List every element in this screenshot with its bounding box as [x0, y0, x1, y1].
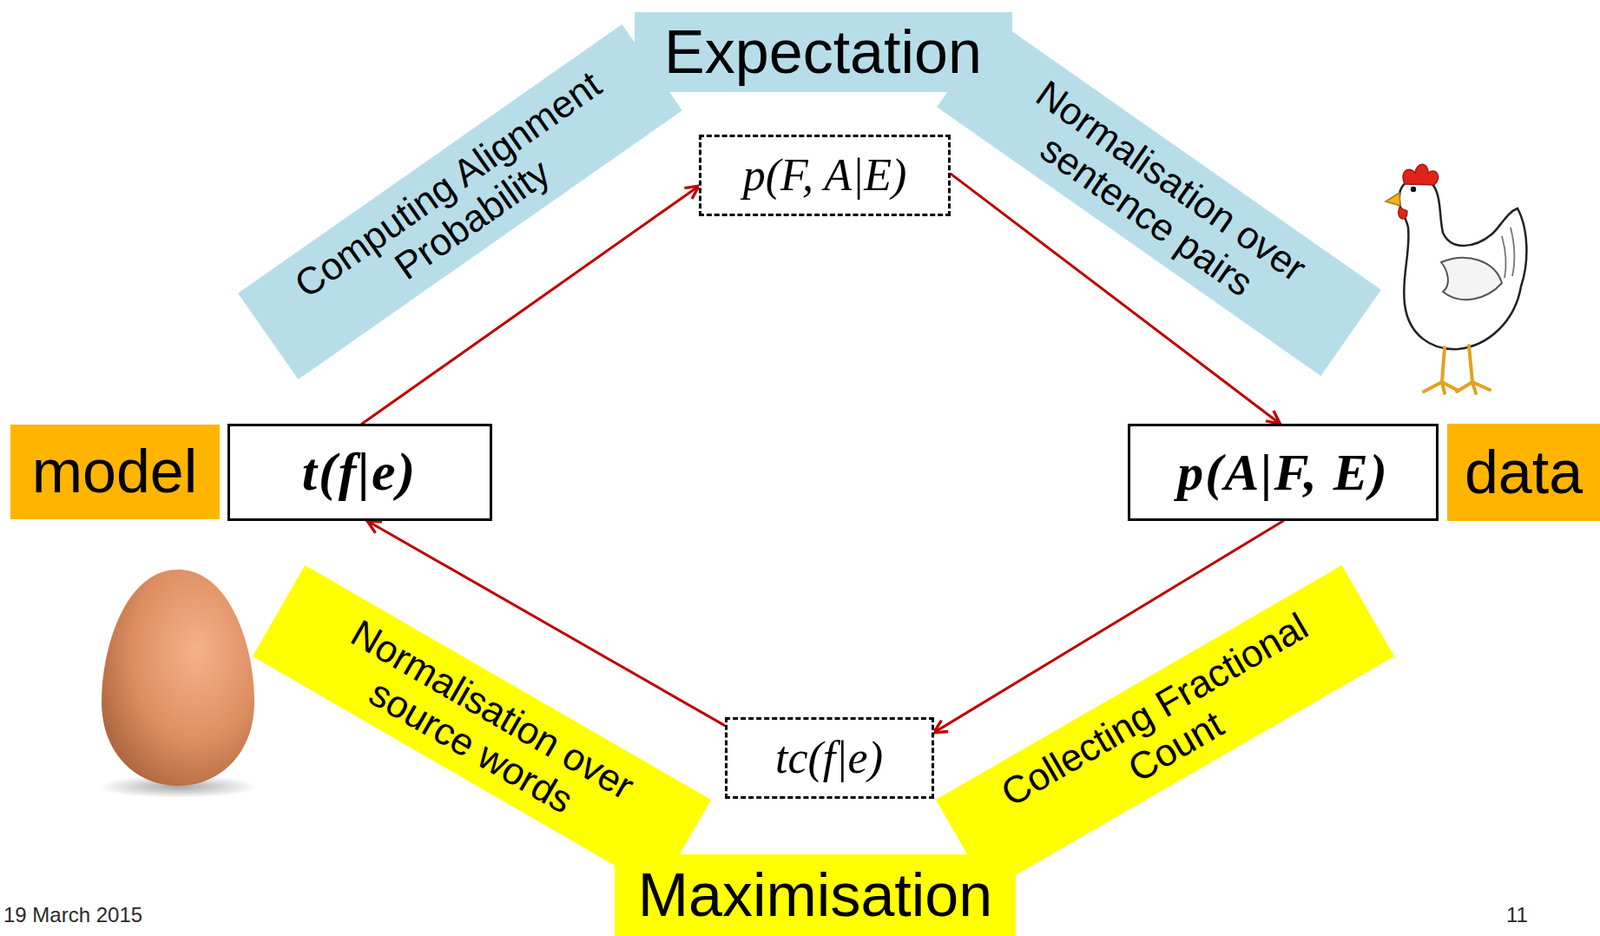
- intermediate-box: tc(f|e): [724, 717, 935, 799]
- node-text: Maximisation: [638, 860, 993, 931]
- step-text: Computing Alignment Probability: [272, 52, 648, 350]
- chicken-wing: [1441, 257, 1502, 300]
- role-label: model: [10, 424, 220, 520]
- node-text: data: [1464, 437, 1583, 508]
- model-box: t(f|e): [227, 423, 493, 521]
- egg-shape: [101, 569, 255, 786]
- step-band: Normalisation over source words: [252, 565, 712, 891]
- date-footer: 19 March 2015: [3, 902, 143, 929]
- intermediate-box: p(F, A|E): [698, 134, 951, 217]
- page-number: 11: [1506, 902, 1528, 929]
- chicken-body: [1399, 177, 1528, 349]
- step-band: Computing Alignment Probability: [237, 24, 683, 380]
- node-text: t(f|e): [302, 441, 417, 503]
- node-text: p(A|F, E): [1177, 442, 1390, 503]
- role-label: data: [1447, 423, 1600, 521]
- step-text: Normalisation over source words: [288, 591, 677, 864]
- posterior-box: p(A|F, E): [1127, 423, 1439, 521]
- node-text: model: [32, 436, 198, 507]
- chicken-comb: [1402, 164, 1438, 185]
- node-text: p(F, A|E): [743, 149, 908, 202]
- step-text: Normalisation over sentence pairs: [971, 48, 1347, 347]
- chicken-illustration: [1385, 164, 1527, 394]
- chicken-wattle: [1398, 207, 1408, 219]
- chicken-legs: [1423, 345, 1490, 394]
- tail-feather-lines: [1501, 227, 1515, 278]
- phase-band: Maximisation: [614, 854, 1016, 936]
- phase-band: Expectation: [634, 12, 1013, 93]
- chicken-beak: [1385, 192, 1401, 206]
- step-text: Collecting Fractional Count: [971, 591, 1360, 864]
- step-band: Collecting Fractional Count: [935, 565, 1395, 891]
- node-text: tc(f|e): [775, 731, 883, 784]
- chicken-eye: [1410, 186, 1416, 192]
- node-text: Expectation: [664, 17, 982, 88]
- egg-illustration: [98, 569, 258, 798]
